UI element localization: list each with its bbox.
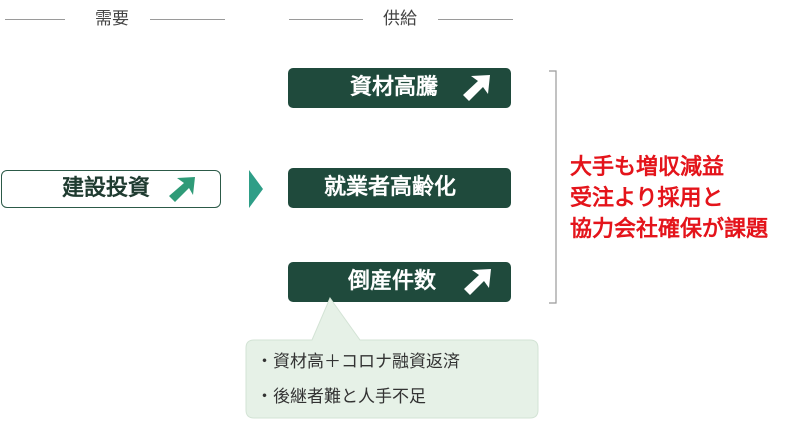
chevron-right-icon [249, 170, 263, 208]
supply-item-aging-workforce: 就業者高齢化 [288, 168, 511, 208]
grouping-bracket [549, 70, 557, 304]
demand-header: 需要 [95, 9, 129, 29]
up-arrow-icon [464, 269, 491, 295]
conclusion-line-1: 大手も増収減益 [570, 155, 725, 180]
conclusion-line-3: 協力会社確保が課題 [570, 217, 769, 242]
supply-header-line-left [289, 19, 363, 20]
supply-item-bankruptcies: 倒産件数 [288, 262, 511, 302]
up-arrow-icon [169, 177, 195, 202]
supply-header-line-right [438, 19, 513, 20]
demand-box: 建設投資 [1, 170, 221, 208]
conclusion-line-2: 受注より採用と [570, 186, 724, 211]
supply-item-material-cost: 資材高騰 [288, 68, 511, 108]
up-arrow-icon [463, 75, 490, 101]
cause-item: ・後継者難と人手不足 [256, 387, 426, 407]
supply-item-label: 倒産件数 [348, 269, 437, 294]
conclusion-text: 大手も増収減益 受注より採用と 協力会社確保が課題 [570, 152, 768, 245]
cause-item: ・資材高＋コロナ融資返済 [256, 352, 460, 372]
cause-callout [245, 296, 539, 419]
demand-label: 建設投資 [62, 176, 151, 201]
demand-header-line-left [5, 19, 65, 20]
supply-item-label: 資材高騰 [350, 75, 439, 100]
supply-header: 供給 [383, 9, 417, 29]
supply-item-label: 就業者高齢化 [324, 175, 457, 200]
demand-header-line-right [150, 19, 225, 20]
